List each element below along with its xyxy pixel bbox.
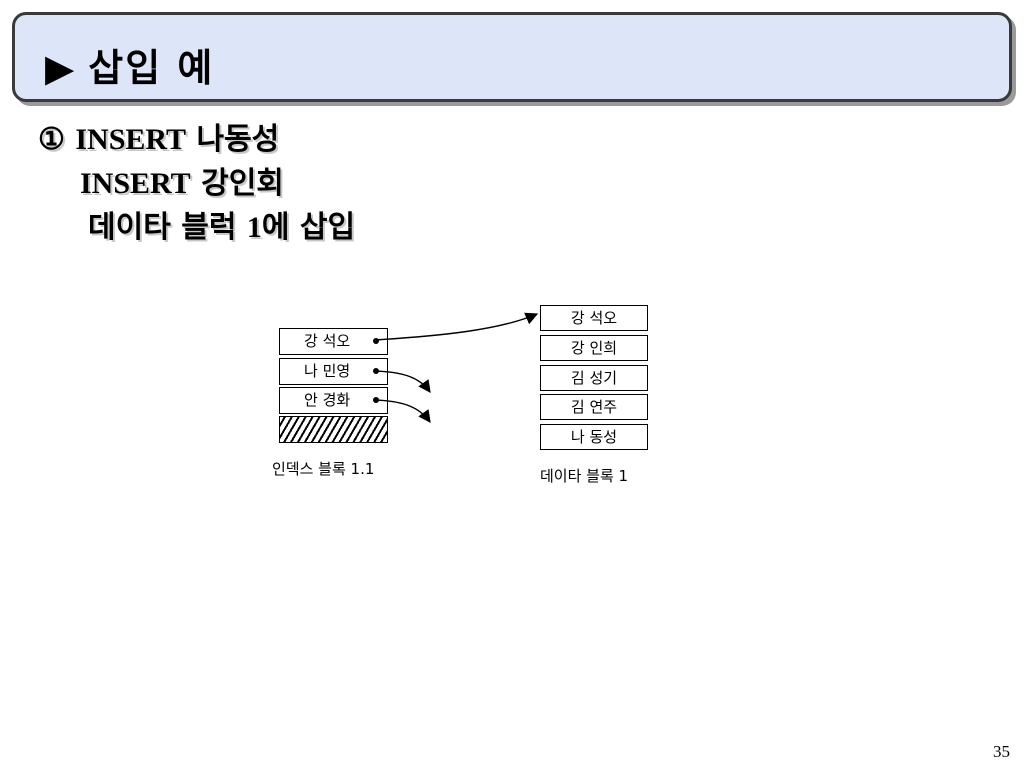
index-entry-1: 강 석오 xyxy=(279,328,388,355)
index-entry-text: 안 경화 xyxy=(304,391,351,409)
data-record-1: 강 석오 xyxy=(540,305,648,331)
step-number-3: 1 xyxy=(246,211,262,244)
index-entry-text: 나 민영 xyxy=(304,362,351,380)
index-entry-3: 안 경화 xyxy=(279,387,388,414)
slide-title-bar: ▶삽입 예 xyxy=(12,12,1012,102)
step-keyword-1: INSERT xyxy=(75,123,187,156)
index-entry-2: 나 민영 xyxy=(279,358,388,385)
page-number: 35 xyxy=(993,742,1010,761)
step-line-2: INSERT 강인회 xyxy=(80,158,284,202)
pointer-arrow-2 xyxy=(373,370,431,394)
data-block-label: 데이타 블록 1 xyxy=(540,467,629,485)
data-record-3: 김 성기 xyxy=(540,365,648,391)
data-record-2: 강 인희 xyxy=(540,335,648,361)
step-keyword-2: INSERT xyxy=(80,167,191,200)
play-triangle-icon: ▶ xyxy=(45,46,77,90)
pointer-arrow-3 xyxy=(373,399,431,424)
step-marker: ① xyxy=(38,122,65,157)
data-record-5: 나 동성 xyxy=(540,424,648,450)
step-name-1: 나동성 xyxy=(196,122,280,157)
pointer-arrow-1 xyxy=(373,312,539,341)
step-name-2: 강인회 xyxy=(201,166,284,201)
step-line-3: 데이타 블럭 1에 삽입 xyxy=(88,202,355,246)
step-prefix-3: 데이타 블럭 xyxy=(88,210,247,245)
index-entry-text: 강 석오 xyxy=(304,332,351,350)
index-block-label: 인덱스 블록 1.1 xyxy=(272,460,375,478)
pointer-dot xyxy=(373,338,379,344)
step-line-1: ① INSERT 나동성 xyxy=(38,114,279,158)
index-free-slot xyxy=(279,416,388,443)
slide-title-text: 삽입 예 xyxy=(88,46,215,90)
data-record-4: 김 연주 xyxy=(540,394,648,420)
step-suffix-3: 에 삽입 xyxy=(261,210,356,245)
slide-title: ▶삽입 예 xyxy=(45,37,214,92)
